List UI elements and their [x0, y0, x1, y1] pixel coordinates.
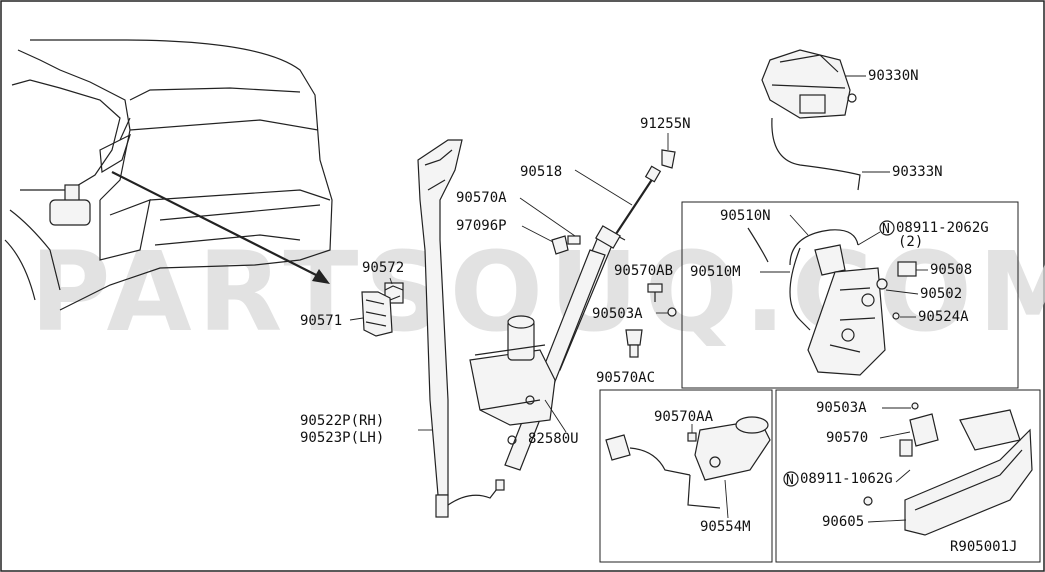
pillar-trim [417, 139, 505, 518]
label-90522P: 90522P(RH) [300, 413, 384, 429]
nut-symbol-2062G: N [879, 220, 895, 237]
clip-91255N [661, 149, 676, 169]
label-08911-2062G-qty: (2) [898, 234, 923, 250]
location-arrow [111, 171, 330, 284]
label-90570A: 90570A [456, 190, 507, 206]
clip-90571 [361, 291, 393, 337]
grommet-90570AC [625, 329, 643, 358]
label-08911-1062G: 08911-1062G [800, 471, 893, 487]
nut-symbol-1062G: N [783, 471, 799, 488]
label-97096P: 97096P [456, 218, 507, 234]
bumper-97096P [551, 235, 569, 255]
window-regulator [469, 231, 626, 471]
label-90570AA: 90570AA [654, 409, 714, 425]
lock-assembly-box [681, 201, 1019, 389]
label-90503A-top: 90503A [592, 306, 643, 322]
actuator-box [599, 389, 773, 563]
handle-box [775, 389, 1041, 563]
label-90523P: 90523P(LH) [300, 430, 384, 446]
support-strut [595, 165, 662, 249]
bolt-90570AB [647, 283, 663, 302]
label-90503A-bottom: 90503A [816, 400, 867, 416]
label-90605: 90605 [822, 514, 864, 530]
label-90330N: 90330N [868, 68, 919, 84]
label-90572: 90572 [362, 260, 404, 276]
drawing-code: R905001J [950, 539, 1017, 555]
label-91255N: 91255N [640, 116, 691, 132]
label-90502: 90502 [920, 286, 962, 302]
label-90554M: 90554M [700, 519, 751, 535]
label-90570AC: 90570AC [596, 370, 655, 386]
label-90524A: 90524A [918, 309, 969, 325]
label-90570AB: 90570AB [614, 263, 673, 279]
upper-latch [761, 49, 857, 119]
label-90510N: 90510N [720, 208, 771, 224]
outside-handle [863, 402, 1033, 536]
actuator [605, 416, 771, 509]
latch-cable [771, 117, 861, 191]
label-90333N: 90333N [892, 164, 943, 180]
bolt-90570A [567, 235, 581, 245]
svg-text:N: N [882, 222, 890, 237]
label-82580U: 82580U [528, 431, 579, 447]
label-90518: 90518 [520, 164, 562, 180]
label-90571: 90571 [300, 313, 342, 329]
label-90510M: 90510M [690, 264, 741, 280]
lock-assembly [747, 227, 917, 376]
svg-text:N: N [786, 473, 794, 488]
label-90508: 90508 [930, 262, 972, 278]
label-90570: 90570 [826, 430, 868, 446]
label-08911-2062G: 08911-2062G [896, 220, 989, 236]
vehicle-rear-illustration [4, 39, 333, 311]
screw-90503A-top [667, 307, 677, 317]
watermark: PARTSOUQ.COM [30, 228, 1045, 356]
